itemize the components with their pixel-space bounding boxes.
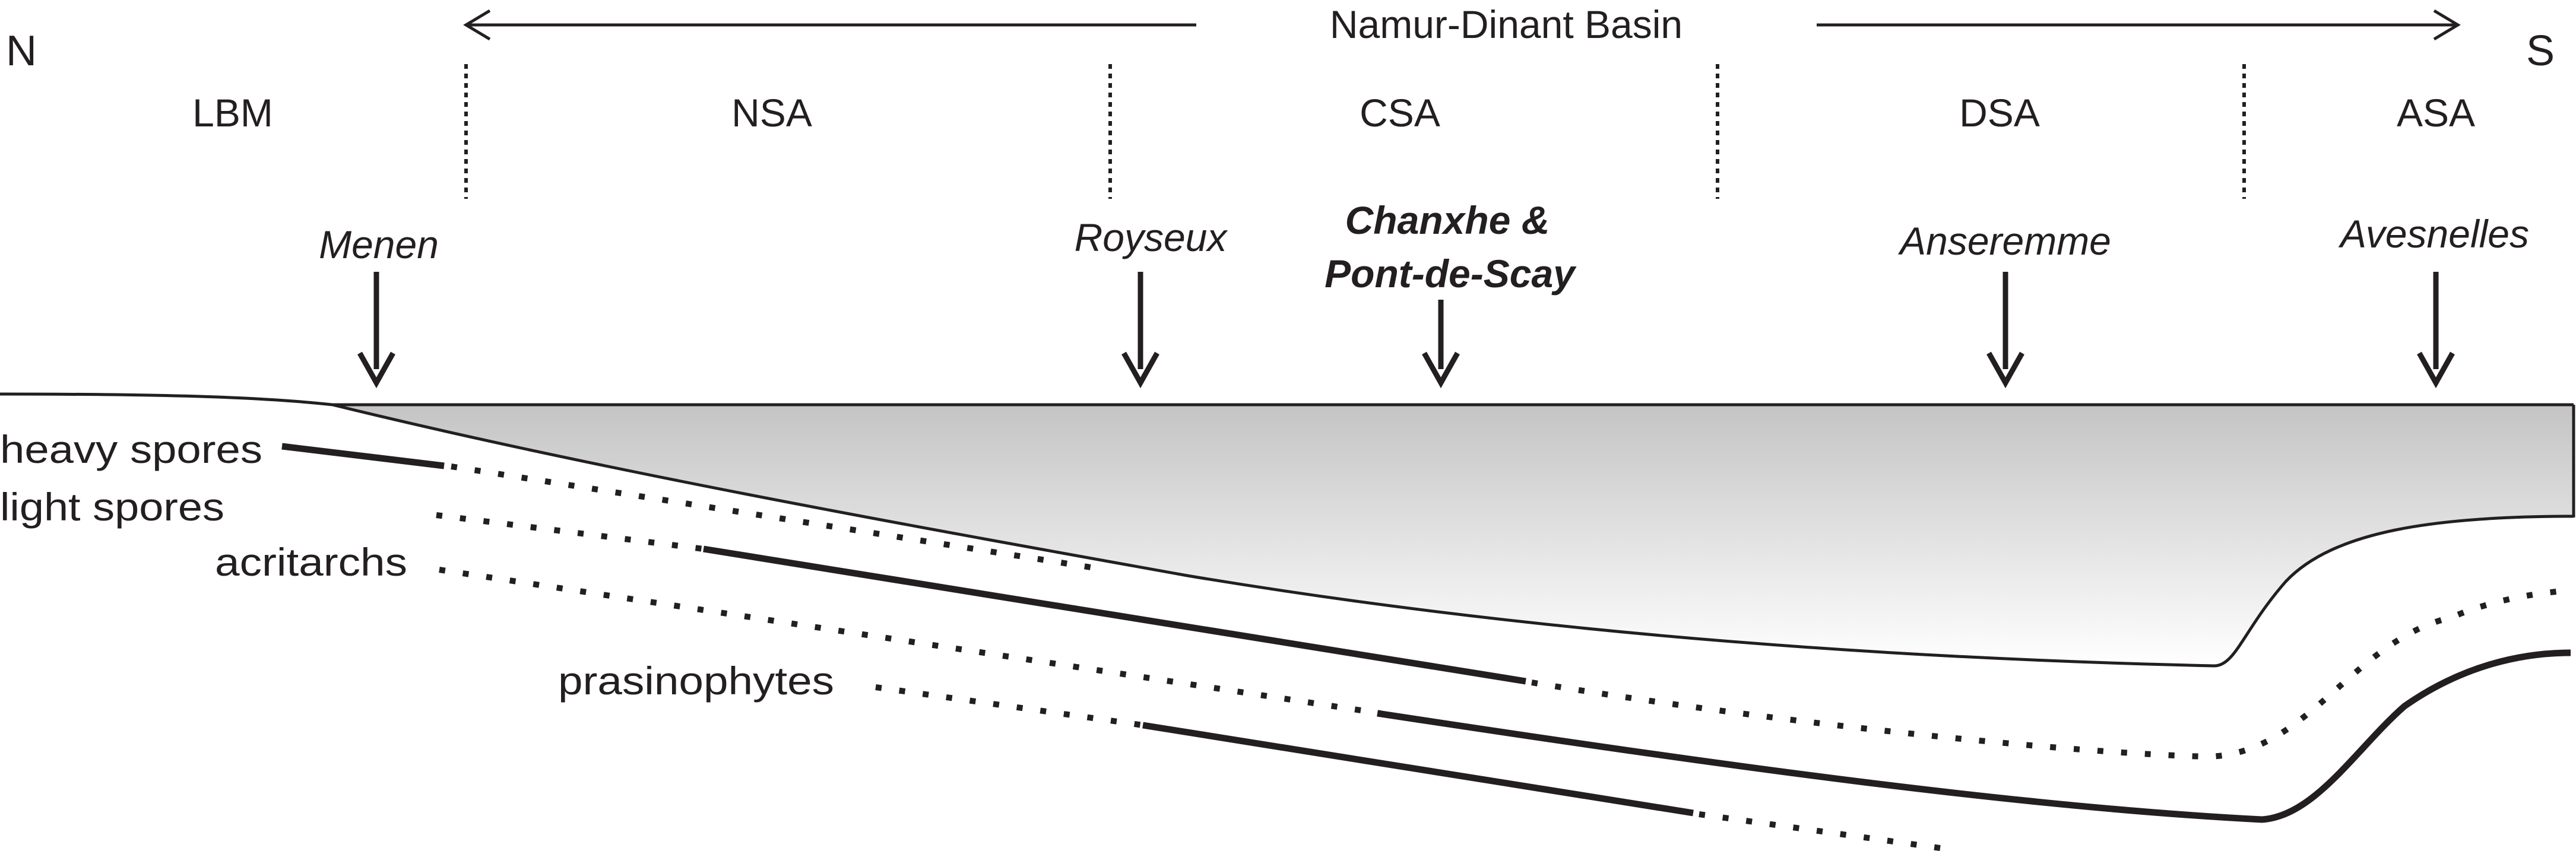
zone-label-csa: CSA — [1360, 91, 1440, 135]
light-spores-dotted — [436, 512, 704, 552]
zone-label-dsa: DSA — [1959, 91, 2040, 135]
label-light-spores: light spores — [0, 485, 224, 529]
locality-avesnelles: Avesnelles — [2338, 212, 2529, 256]
basin-shaded-wedge — [332, 405, 2574, 666]
locality-royseux: Royseux — [1075, 215, 1228, 259]
zone-label-asa: ASA — [2397, 91, 2475, 135]
south-label: S — [2526, 27, 2555, 75]
basin-title: Namur-Dinant Basin — [1330, 2, 1683, 46]
heavy-spores-solid — [281, 443, 445, 469]
locality-arrow-anseremme — [1986, 272, 2024, 389]
label-acritarchs: acritarchs — [215, 540, 407, 584]
locality-arrow-royseux — [1121, 272, 1159, 389]
zone-label-nsa: NSA — [731, 91, 812, 135]
prasinophytes-solid — [1142, 722, 1694, 817]
prasinophytes-dotted-tail — [1699, 811, 1945, 851]
locality-chanxhe-line1: Chanxhe & — [1345, 198, 1550, 242]
acritarchs-dotted — [439, 567, 1381, 716]
locality-arrow-avesnelles — [2417, 272, 2455, 389]
locality-anseremme: Anseremme — [1897, 219, 2111, 263]
locality-arrow-chanxhe — [1422, 300, 1460, 389]
label-prasinophytes: prasinophytes — [558, 659, 834, 703]
zone-label-lbm: LBM — [192, 91, 273, 135]
light-spores-solid — [703, 545, 1526, 685]
label-heavy-spores: heavy spores — [0, 427, 262, 471]
locality-arrow-menen — [357, 272, 395, 389]
prasinophytes-dotted — [875, 684, 1143, 728]
north-label: N — [6, 27, 37, 75]
basin-floor-line — [0, 392, 2574, 668]
acritarchs-solid — [1377, 649, 2571, 823]
locality-chanxhe-line2: Pont-de-Scay — [1325, 252, 1577, 296]
basin-span-arrowhead-left — [463, 9, 491, 41]
locality-menen: Menen — [319, 223, 439, 266]
basin-span-arrowhead-right — [2433, 9, 2461, 41]
